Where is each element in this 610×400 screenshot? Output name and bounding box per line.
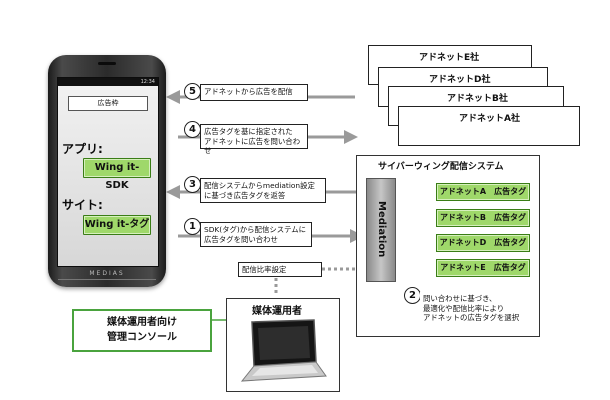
step3-line: 配信システムからmediation設定 [204,181,315,190]
step1-number: 1 [184,218,201,235]
phone-brand: MEDIAS [89,270,125,277]
media-operator-title: 媒体運用者 [252,306,302,317]
step4-note: 広告タグを基に指定された アドネットに広告を問い合わせ [200,124,308,155]
site-label: サイト: [62,198,103,212]
phone-screen: 12:34 広告枠 アプリ: Wing it-SDK サイト: Wing it-… [57,77,159,267]
ad-tag-button[interactable]: アドネットE 広告タグ [436,259,530,277]
step5-line: アドネットから広告を配信 [204,87,293,96]
ad-tag-button[interactable]: アドネットD 広告タグ [436,234,530,252]
console-line: 管理コンソール [107,332,177,343]
step5-note: アドネットから広告を配信 [200,84,308,101]
ad-tag-button[interactable]: アドネットA 広告タグ [436,183,530,201]
step2-line: 問い合わせに基づき、 [423,294,497,303]
step2-line: 最適化や配信比率により [423,303,505,313]
step3-note: 配信システムからmediation設定 に基づき広告タグを返答 [200,178,326,203]
ad-network-card: アドネットA社 [398,106,580,146]
step3-number: 3 [184,176,201,193]
status-time: 12:34 [140,79,155,85]
status-bar: 12:34 [58,78,158,86]
step1-line: 広告タグを問い合わせ [204,234,278,244]
step1-note: SDK(タグ)から配信システムに 広告タグを問い合わせ [200,222,312,247]
console-label: 媒体運用者向け 管理コンソール [72,309,212,352]
wing-it-tag-button[interactable]: Wing it-タグ [83,215,151,235]
console-line: 媒体運用者向け [107,317,177,328]
laptop-icon [240,319,327,382]
step1-line: SDK(タグ)から配信システムに [204,225,307,234]
phone-home-bar [58,279,156,284]
step4-line: 広告タグを基に指定された [204,127,293,136]
step5-number: 5 [184,83,201,100]
mediation-block: Mediation [366,178,396,282]
step3-line: に基づき広告タグを返答 [204,190,286,200]
step2-line: アドネットの広告タグを選択 [423,313,520,322]
mediation-label: Mediation [376,201,387,258]
step2-number: 2 [404,287,421,304]
ad-tag-button[interactable]: アドネットB 広告タグ [436,209,530,227]
step4-number: 4 [184,121,201,138]
wing-it-sdk-button[interactable]: Wing it-SDK [83,158,151,191]
smartphone: 12:34 広告枠 アプリ: Wing it-SDK サイト: Wing it-… [48,55,166,287]
step4-line: アドネットに広告を問い合わせ [204,136,301,156]
delivery-system-title: サイバーウィング配信システム [378,162,504,172]
app-label: アプリ: [62,142,103,156]
step2-note: 問い合わせに基づき、 最適化や配信比率により アドネットの広告タグを選択 [420,292,538,326]
ad-frame: 広告枠 [68,96,148,111]
phone-speaker [98,62,116,65]
ratio-setting-label: 配信比率設定 [238,262,322,277]
